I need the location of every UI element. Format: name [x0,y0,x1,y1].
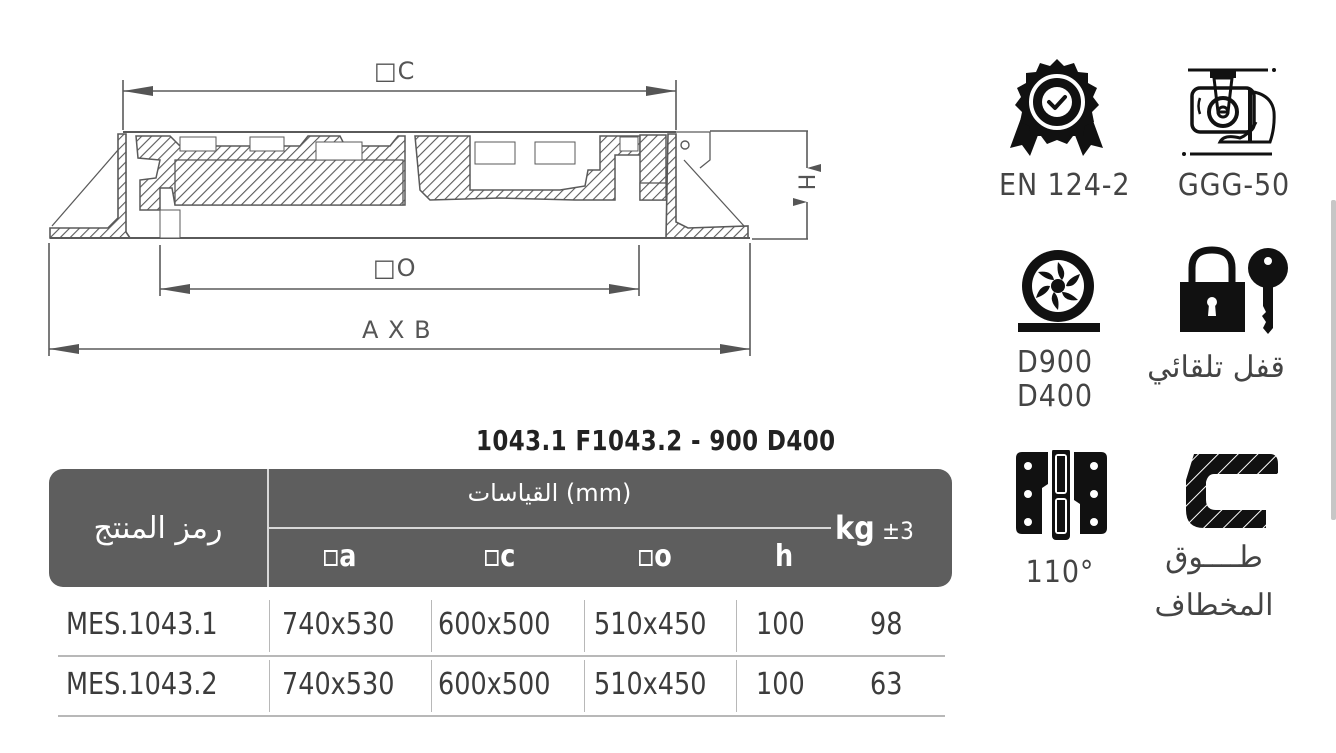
cell-kg: 98 [870,606,903,642]
cell-code: MES.1043.2 [66,666,218,702]
cell-h: 100 [756,606,805,642]
table-header: رمز المنتج القياسات (mm) a c o h kg±3 [49,469,952,587]
header-weight: kg±3 [835,509,914,547]
side-divider [1331,200,1336,520]
feature-label-hook-ring: طــــوق المخطاف [1154,540,1274,623]
header-subdivider [268,527,831,529]
header-col-o: o [639,539,672,574]
header-product-code: رمز المنتج [93,510,223,546]
header-col-c: c [485,539,515,574]
feature-label-en124: EN 124-2 [999,168,1131,203]
dim-label-c: □C [374,57,416,85]
cell-a: 740x530 [282,666,395,702]
cell-c: 600x500 [438,666,551,702]
feature-label-load-class: D900 D400 [1017,345,1093,414]
cell-code: MES.1043.1 [66,606,218,642]
feature-label-ggg50: GGG-50 [1177,168,1291,203]
cell-a: 740x530 [282,606,395,642]
dim-label-axb: A X B [362,316,432,344]
cell-kg: 63 [870,666,903,702]
wheel-load-icon [1018,244,1128,354]
ductile-iron-casting-icon [1180,62,1290,172]
feature-label-hinge: 110° [1025,555,1095,590]
cell-o: 510x450 [594,606,707,642]
header-col-a: a [324,539,357,574]
header-col-h: h [775,539,794,574]
header-dimensions: القياسات (mm) [467,479,632,507]
cross-section-drawing: □C □O A X B H [0,40,860,370]
table-row: MES.1043.2 740x530 600x500 510x450 100 6… [58,655,945,717]
certificate-badge-icon [1002,56,1112,166]
cell-h: 100 [756,666,805,702]
hook-ring-icon [1180,452,1290,562]
dim-label-o: □O [373,254,417,282]
padlock-key-icon [1178,246,1288,356]
cell-o: 510x450 [594,666,707,702]
feature-label-auto-lock: قفل تلقائي [1147,350,1285,385]
product-title: 1043.1 F1043.2 - 900 D400 [476,424,836,457]
header-divider [267,469,269,587]
cell-c: 600x500 [438,606,551,642]
table-row: MES.1043.1 740x530 600x500 510x450 100 9… [58,595,945,657]
dim-label-h: H [792,173,818,192]
hinge-icon [1014,448,1124,560]
